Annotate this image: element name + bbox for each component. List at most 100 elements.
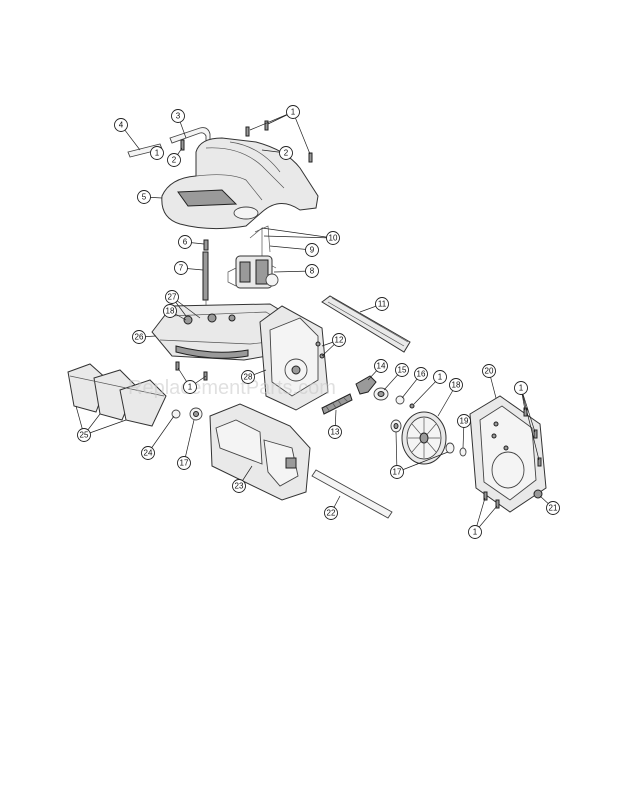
part-screws-top bbox=[180, 120, 313, 163]
part-housing-cover-5 bbox=[161, 137, 319, 230]
callout-circle bbox=[183, 380, 197, 394]
part-scraper-bar-11 bbox=[321, 295, 411, 353]
callout-circle bbox=[328, 425, 342, 439]
callout-label: 13 bbox=[331, 428, 340, 437]
callout-label: 3 bbox=[176, 112, 181, 121]
callout-circle bbox=[232, 479, 246, 493]
callout-label: 8 bbox=[310, 267, 315, 276]
callout-c24: 24 bbox=[141, 415, 175, 460]
callout-label: 1 bbox=[473, 528, 478, 537]
leader-line bbox=[261, 227, 334, 239]
callout-circle bbox=[241, 370, 255, 384]
callout-circle bbox=[165, 290, 179, 304]
callout-c27: 27 bbox=[165, 290, 201, 319]
callout-label: 25 bbox=[80, 431, 89, 440]
callout-circle bbox=[375, 297, 389, 311]
callout-c26: 26 bbox=[132, 330, 157, 344]
callout-circle bbox=[279, 146, 293, 160]
callout-circle bbox=[150, 146, 164, 160]
callout-circle bbox=[457, 414, 471, 428]
part-spring-13 bbox=[321, 393, 353, 415]
part-gearbox-housing-28 bbox=[259, 305, 329, 411]
callout-circle bbox=[132, 330, 146, 344]
part-gear-wheel-18 bbox=[401, 411, 447, 465]
callout-c10: 10 bbox=[261, 227, 340, 245]
callout-c9: 9 bbox=[269, 243, 319, 257]
callout-label: 9 bbox=[310, 246, 315, 255]
leader-line bbox=[396, 451, 449, 473]
callout-circle bbox=[390, 465, 404, 479]
callout-label: 28 bbox=[244, 373, 253, 382]
callout-c1e: 1 bbox=[514, 381, 540, 461]
callout-c16: 16 bbox=[401, 367, 428, 399]
callout-circle bbox=[326, 231, 340, 245]
callout-label: 2 bbox=[172, 156, 177, 165]
callout-label: 18 bbox=[166, 307, 175, 316]
callout-c1f: 1 bbox=[468, 497, 498, 539]
leader-line bbox=[292, 111, 311, 155]
callout-c1b: 1 bbox=[249, 105, 311, 155]
part-washer-19 bbox=[459, 447, 467, 457]
callout-circle bbox=[178, 235, 192, 249]
callout-label: 21 bbox=[549, 504, 558, 513]
part-bushing-17 bbox=[189, 407, 455, 454]
callout-circle bbox=[163, 304, 177, 318]
callout-label: 1 bbox=[519, 384, 524, 393]
callout-c17a: 17 bbox=[177, 419, 195, 470]
callout-label: 7 bbox=[179, 264, 184, 273]
callout-label: 2 bbox=[284, 149, 289, 158]
callout-c5: 5 bbox=[137, 190, 163, 204]
callout-label: 23 bbox=[235, 482, 244, 491]
callout-circle bbox=[433, 370, 447, 384]
leader-line bbox=[249, 111, 294, 131]
callout-circle bbox=[305, 264, 319, 278]
callout-c11: 11 bbox=[359, 297, 389, 313]
callout-label: 27 bbox=[168, 293, 177, 302]
callout-c18a: 18 bbox=[163, 304, 187, 321]
leader-line bbox=[83, 419, 127, 436]
callout-circle bbox=[395, 363, 409, 377]
callout-c17b: 17 bbox=[390, 431, 449, 479]
leader-line bbox=[269, 245, 313, 251]
callout-circle bbox=[514, 381, 528, 395]
callout-c28: 28 bbox=[241, 369, 267, 384]
leader-line bbox=[520, 387, 536, 433]
part-side-cover-20 bbox=[469, 395, 547, 513]
watermark-text: ReplacementParts.com bbox=[128, 377, 336, 399]
part-washer-16 bbox=[395, 395, 415, 409]
callout-circle bbox=[286, 105, 300, 119]
callout-label: 17 bbox=[180, 459, 189, 468]
callout-circle bbox=[171, 109, 185, 123]
callout-circle bbox=[141, 446, 155, 460]
callout-c2a: 2 bbox=[167, 147, 183, 167]
callout-circle bbox=[77, 428, 91, 442]
callout-c12: 12 bbox=[321, 333, 346, 357]
callout-label: 1 bbox=[188, 383, 193, 392]
callout-circle bbox=[449, 378, 463, 392]
callout-circle bbox=[332, 333, 346, 347]
callout-c6: 6 bbox=[178, 235, 205, 249]
leader-line bbox=[147, 415, 175, 454]
callout-label: 6 bbox=[183, 238, 188, 247]
callout-circle bbox=[324, 506, 338, 520]
callout-c25: 25 bbox=[75, 405, 127, 442]
callout-c7: 7 bbox=[174, 261, 204, 275]
callout-c21: 21 bbox=[539, 495, 560, 515]
part-rotor-paddles-25 bbox=[67, 363, 167, 427]
callout-c14: 14 bbox=[367, 359, 388, 381]
callout-c1d: 1 bbox=[413, 370, 447, 405]
callout-circle bbox=[137, 190, 151, 204]
callout-c13: 13 bbox=[328, 409, 342, 439]
callout-label: 10 bbox=[329, 234, 338, 243]
callout-label: 12 bbox=[335, 336, 344, 345]
callout-label: 11 bbox=[378, 300, 387, 309]
callout-c3: 3 bbox=[171, 109, 187, 139]
part-pin-6 bbox=[203, 239, 209, 251]
callout-label: 18 bbox=[452, 381, 461, 390]
callout-circle bbox=[305, 243, 319, 257]
callout-c23: 23 bbox=[232, 465, 253, 493]
callout-label: 22 bbox=[327, 509, 336, 518]
callout-label: 1 bbox=[155, 149, 160, 158]
